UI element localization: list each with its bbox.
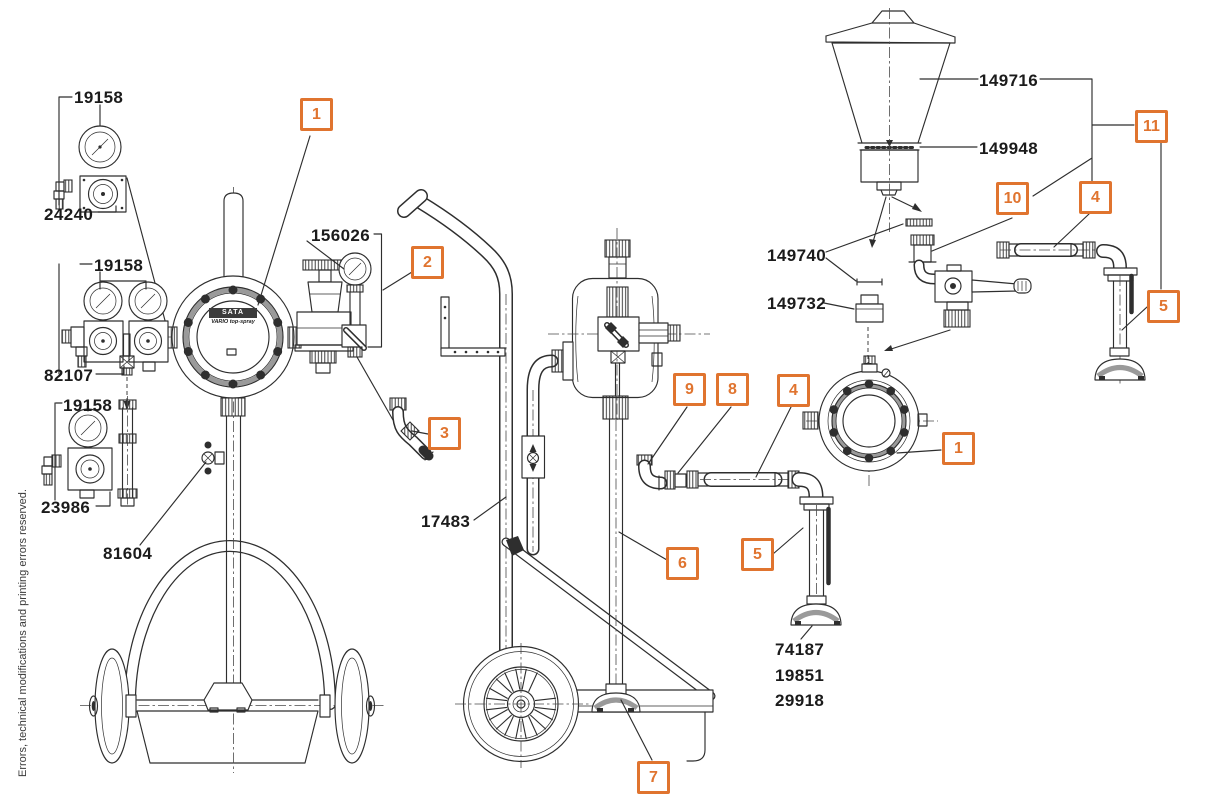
callout-5-right: 5 (1147, 290, 1180, 323)
callout-leaders (257, 135, 804, 761)
part-number-149732: 149732 (767, 294, 827, 313)
callout-9: 9 (673, 373, 706, 406)
right-hose-4 (996, 213, 1100, 259)
part-number-24240: 24240 (44, 205, 94, 224)
right-suction-tube-5 (1094, 244, 1148, 385)
part-number-23986: 23986 (41, 498, 91, 517)
part-number-149716: 149716 (979, 71, 1039, 90)
callout-3: 3 (428, 417, 461, 450)
right-pump-flange (802, 355, 942, 488)
drain-valve-81604 (201, 441, 225, 475)
cart-wheel (455, 643, 590, 768)
callout-8: 8 (716, 373, 749, 406)
callout-10: 10 (996, 182, 1029, 215)
gasket-parts-149740 (825, 218, 933, 286)
pump-model-label: VARIO top-spray (211, 319, 255, 325)
callout-1-right: 1 (942, 432, 975, 465)
part-number-156026: 156026 (311, 226, 371, 245)
middle-hose-chain (636, 454, 842, 640)
part-number-17483: 17483 (421, 512, 471, 531)
part-number-81604: 81604 (103, 544, 153, 563)
pump-brand-label: SATA (209, 308, 257, 318)
part-number-29918: 29918 (775, 691, 825, 710)
callout-6: 6 (666, 547, 699, 580)
part-number-19158-a: 19158 (74, 88, 124, 107)
footnote: Errors, technical modifications and prin… (17, 489, 29, 777)
callout-11: 11 (1135, 110, 1168, 143)
callout-7: 7 (637, 761, 670, 794)
part-number-19851: 19851 (775, 666, 825, 685)
right-wheel (319, 648, 376, 764)
part-number-19158-b: 19158 (94, 256, 144, 275)
callout-4-middle: 4 (777, 374, 810, 407)
left-pump (163, 187, 302, 773)
regulator-assembly-156026 (294, 233, 394, 421)
callout-5-middle: 5 (741, 538, 774, 571)
part-number-149740: 149740 (767, 246, 827, 265)
middle-pump (521, 228, 710, 713)
part-number-149948: 149948 (979, 139, 1039, 158)
left-stand-arch (80, 540, 385, 764)
suction-tube-middle (790, 496, 842, 626)
part-number-82107: 82107 (44, 366, 94, 385)
callout-1-left: 1 (300, 98, 333, 131)
pump-logo: SATA VARIO top-spray (209, 308, 257, 326)
part-number-74187: 74187 (775, 640, 825, 659)
hand-truck (397, 189, 716, 768)
hopper-149716 (825, 8, 1162, 290)
callout-2: 2 (411, 246, 444, 279)
left-wheel (88, 648, 137, 764)
elbow-fitting-3 (389, 397, 434, 461)
part-number-19158-c: 19158 (63, 396, 113, 415)
callout-4-right: 4 (1079, 181, 1112, 214)
regulator-24240 (53, 96, 168, 329)
regulator-82107 (58, 263, 169, 507)
regulator-23986 (41, 402, 207, 546)
material-valve-10 (884, 217, 1032, 351)
